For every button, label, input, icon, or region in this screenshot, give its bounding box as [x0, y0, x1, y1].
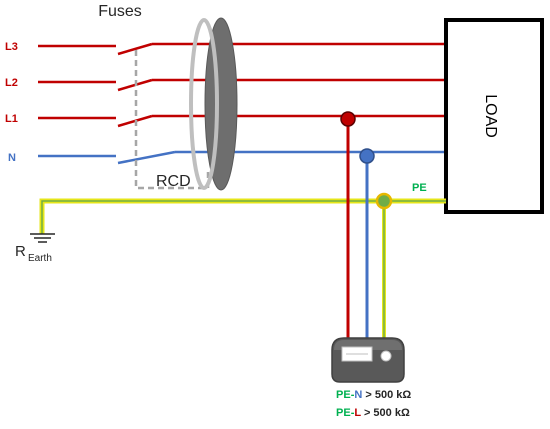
label-l1: L1 [5, 113, 18, 125]
fuse-linkage [134, 50, 210, 190]
pe-label: PE [412, 182, 427, 194]
earth-ground-icon [30, 233, 55, 243]
probe-pe [375, 192, 393, 210]
earth-label: R [15, 243, 26, 260]
wire-n [38, 150, 446, 165]
insulation-meter-icon [331, 337, 405, 383]
probe-n [359, 148, 375, 164]
load-label: LOAD [482, 94, 499, 138]
wire-l2 [38, 78, 446, 92]
wire-l1 [38, 114, 446, 128]
reading-pe-l: PE-L > 500 kΩ [336, 407, 410, 419]
load-box [444, 18, 544, 214]
label-n: N [8, 152, 16, 164]
wire-pe [39, 198, 446, 234]
wire-l3 [38, 42, 446, 56]
earth-subscript: Earth [28, 253, 52, 264]
label-l3: L3 [5, 41, 18, 53]
fuses-title: Fuses [98, 3, 142, 20]
probe-l1 [340, 111, 356, 127]
reading-pe-n: PE-N > 500 kΩ [336, 389, 411, 401]
label-l2: L2 [5, 77, 18, 89]
rcd-label: RCD [156, 173, 191, 190]
rcd-core [189, 17, 238, 191]
earth-symbol: R [15, 243, 26, 260]
